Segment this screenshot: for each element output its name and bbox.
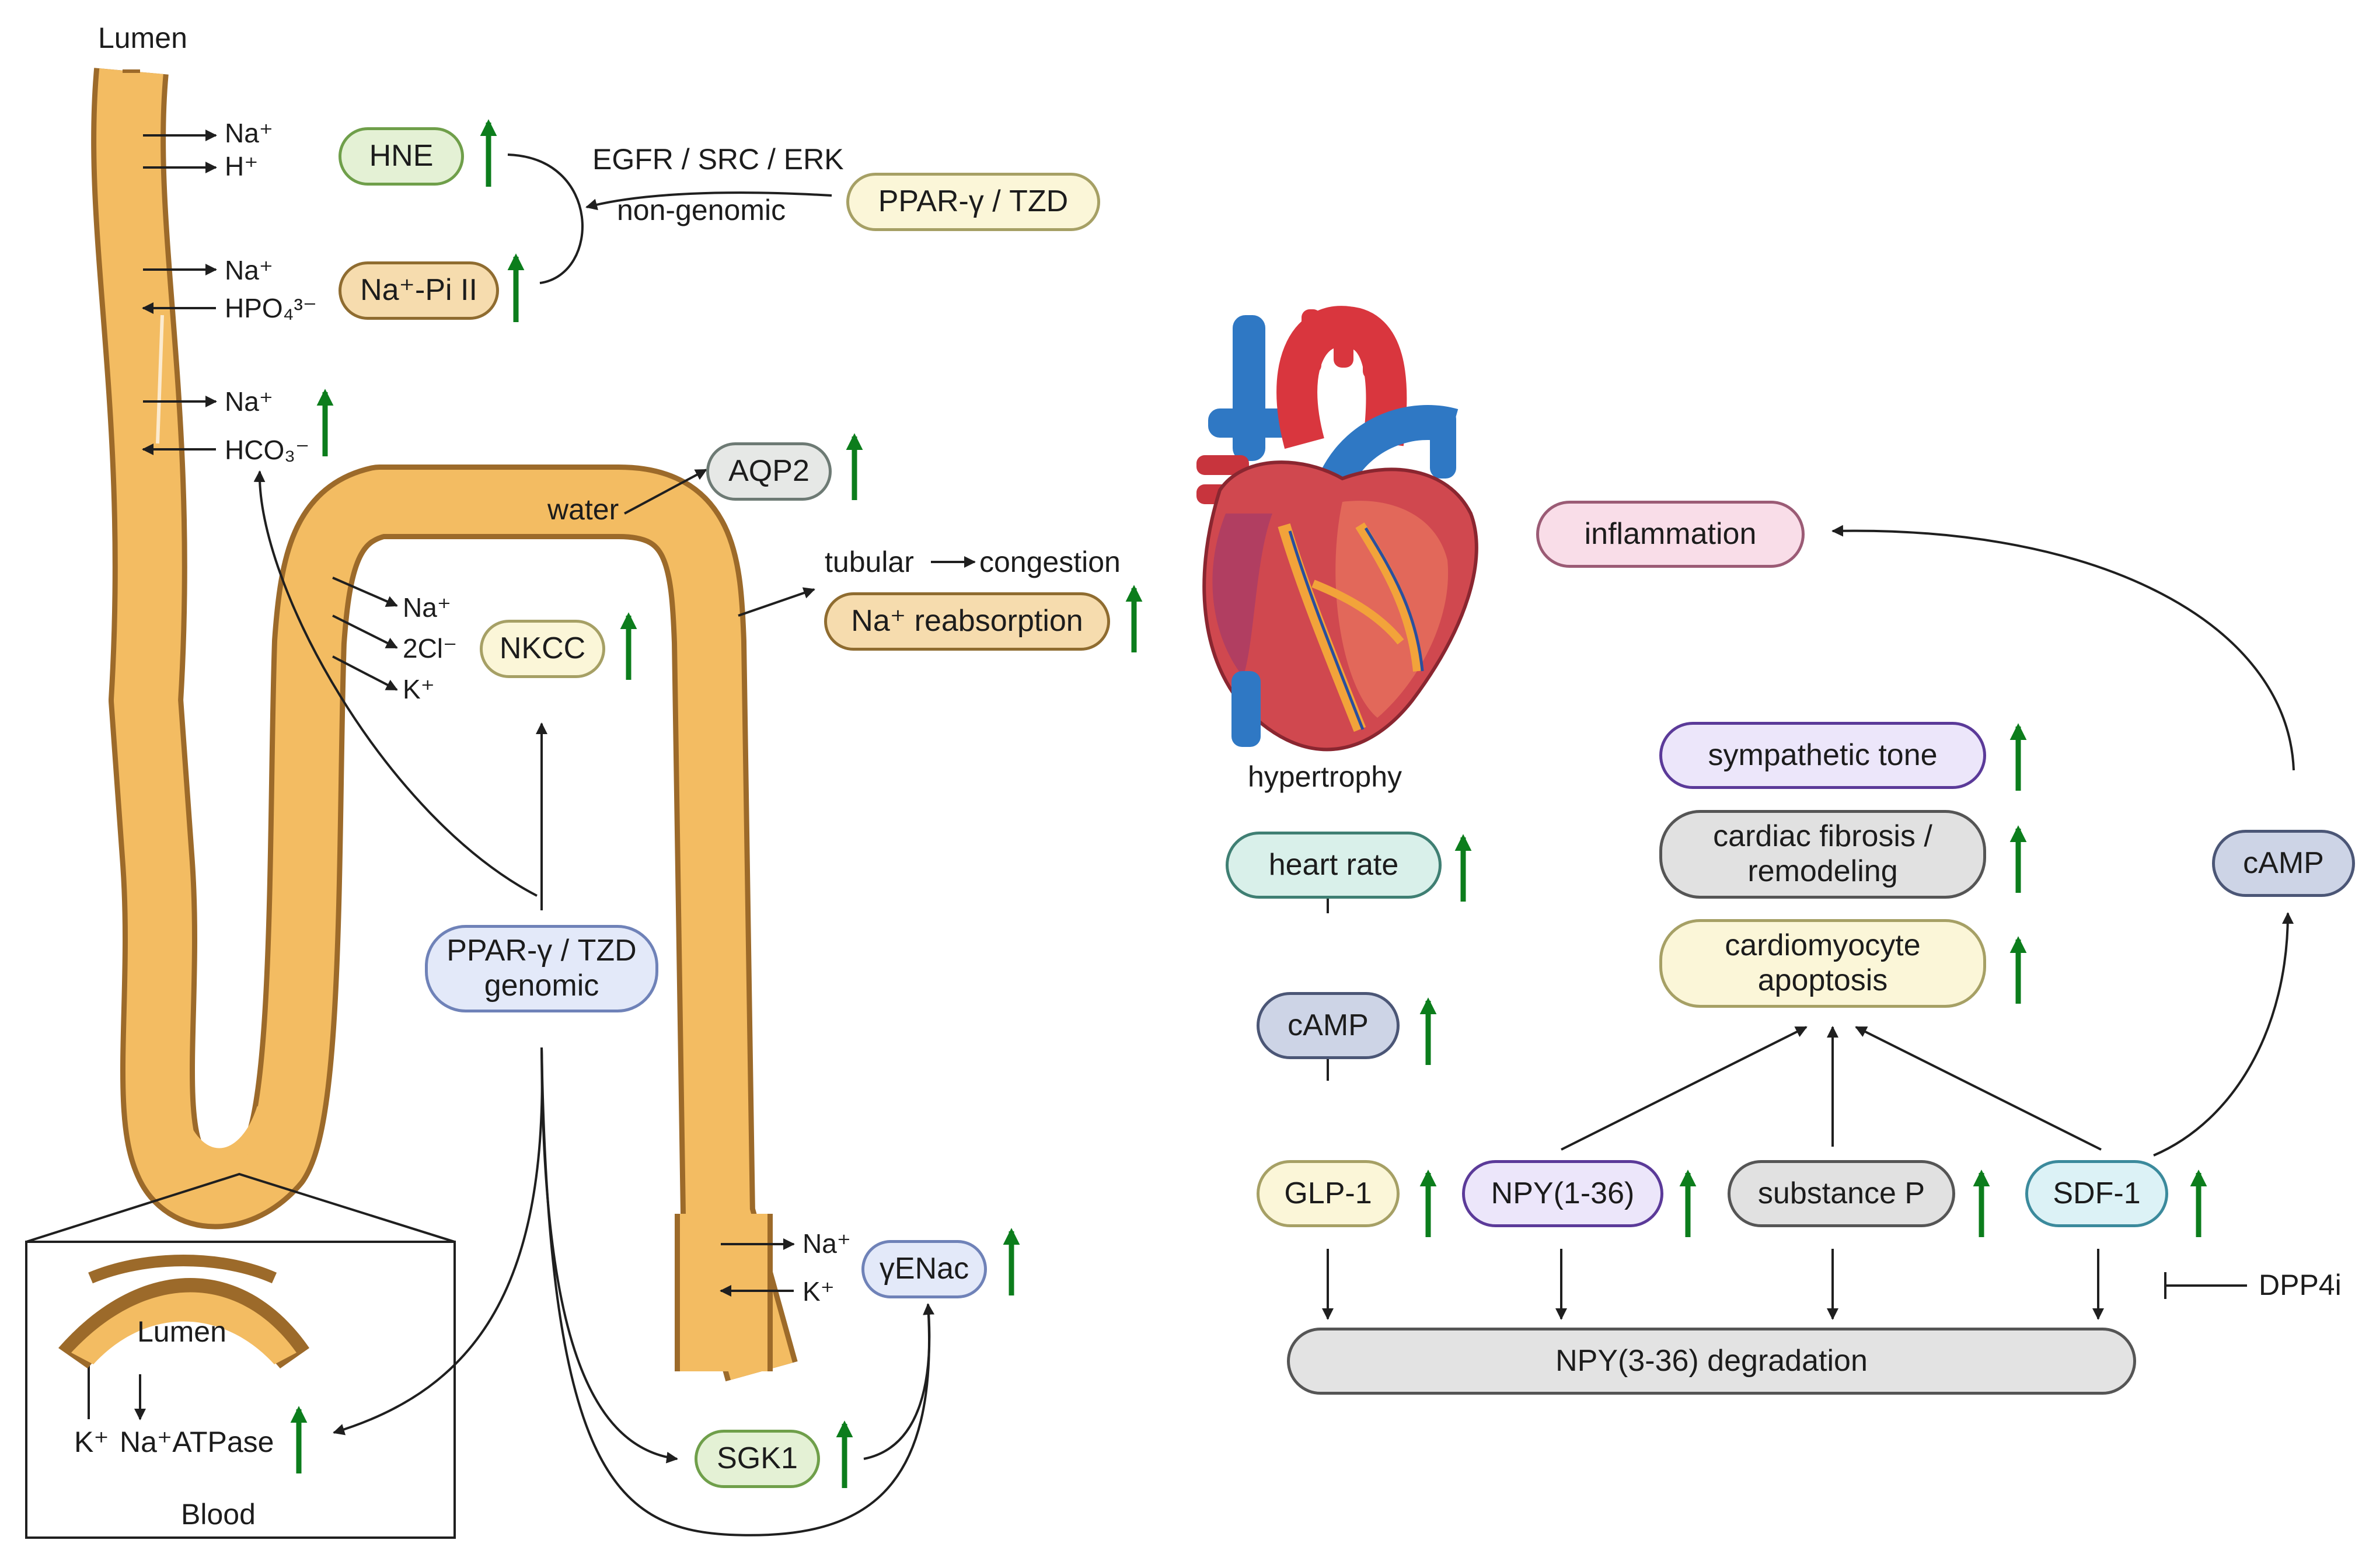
hne-label: HNE — [369, 139, 434, 173]
heart-icon — [1196, 306, 1478, 752]
camp-left-label: cAMP — [1288, 1008, 1369, 1042]
apoptosis-label-2: apoptosis — [1757, 963, 1888, 997]
npy-1-36-label: NPY(1-36) — [1491, 1176, 1635, 1210]
ion-na-3: Na⁺ — [225, 386, 274, 417]
npy-degradation-node: NPY(3-36) degradation — [1287, 1328, 2136, 1395]
arrow-sdf1-apoptosis — [1855, 1026, 2102, 1151]
inset-lumen-label: Lumen — [137, 1315, 226, 1348]
ion-k-5: K⁺ — [803, 1276, 835, 1307]
nkcc-label: NKCC — [499, 631, 586, 666]
ppar-nongenomic-node: PPAR-γ / TZD — [846, 173, 1100, 231]
camp-right-label: cAMP — [2243, 846, 2324, 880]
glp1-node: GLP-1 — [1257, 1160, 1400, 1227]
hypertrophy-label: hypertrophy — [1248, 760, 1402, 793]
sdf1-label: SDF-1 — [2053, 1176, 2141, 1210]
heart-rate-node: heart rate — [1226, 832, 1442, 899]
na-pi-ii-label: Na⁺-Pi II — [360, 273, 477, 308]
congestion-label: congestion — [979, 546, 1121, 578]
arrow-cl2 — [332, 614, 398, 649]
ion-na-1: Na⁺ — [225, 118, 274, 148]
inset-k-label: K⁺ — [74, 1426, 109, 1458]
inset-na-atpase-label: Na⁺ATPase — [120, 1426, 274, 1458]
ppar-genomic-label-2: genomic — [484, 969, 599, 1003]
na-reabsorption-label: Na⁺ reabsorption — [851, 604, 1083, 638]
ion-na-4: Na⁺ — [403, 592, 452, 623]
curve-hne-napi — [507, 153, 584, 284]
inset-lumen-arc — [58, 1255, 309, 1368]
ion-hpo4: HPO₄³⁻ — [225, 293, 318, 323]
egfr-label: EGFR / SRC / ERK — [592, 143, 844, 176]
lumen-label: Lumen — [98, 22, 187, 54]
arrow-sdf1-camp — [2153, 912, 2294, 1157]
sympathetic-tone-node: sympathetic tone — [1659, 722, 1986, 789]
ppar-genomic-label-1: PPAR-γ / TZD — [446, 934, 637, 968]
sdf1-node: SDF-1 — [2025, 1160, 2168, 1227]
npy-1-36-node: NPY(1-36) — [1462, 1160, 1663, 1227]
fibrosis-label-1: cardiac fibrosis / — [1713, 819, 1932, 854]
na-pi-ii-node: Na⁺-Pi II — [339, 261, 499, 320]
sgk1-label: SGK1 — [717, 1441, 798, 1476]
aqp2-label: AQP2 — [728, 454, 810, 488]
curve-sgk1-yenac — [863, 1304, 931, 1460]
yenac-label: γENac — [879, 1252, 969, 1286]
ion-h-1: H⁺ — [225, 151, 259, 181]
arrow-ppar-hco3 — [253, 470, 538, 897]
non-genomic-label: non-genomic — [617, 194, 786, 226]
inflammation-node: inflammation — [1536, 501, 1805, 568]
tubule-sheen — [156, 315, 164, 444]
sgk1-node: SGK1 — [695, 1430, 820, 1488]
cardiac-fibrosis-node: cardiac fibrosis /remodeling — [1659, 810, 1986, 899]
sympathetic-tone-label: sympathetic tone — [1708, 738, 1938, 772]
arrow-ppar-yenac — [540, 1047, 935, 1536]
arrow-to-reabsorption — [738, 587, 815, 617]
yenac-node: γENac — [861, 1240, 987, 1298]
dpp4i-label: DPP4i — [2259, 1269, 2342, 1301]
arrow-npy-apoptosis — [1561, 1026, 1808, 1151]
camp-left-node: cAMP — [1257, 992, 1400, 1059]
fibrosis-label-2: remodeling — [1747, 854, 1898, 888]
ion-hco3: HCO₃⁻ — [225, 435, 310, 465]
nkcc-node: NKCC — [480, 620, 605, 678]
arrow-ppar-sgk1 — [540, 1047, 678, 1464]
ion-k-4: K⁺ — [403, 674, 435, 704]
arrow-camp-inflammation — [1831, 525, 2295, 771]
ion-2cl: 2Cl⁻ — [403, 633, 458, 663]
hne-node: HNE — [339, 127, 464, 186]
aqp2-node: AQP2 — [706, 442, 832, 501]
camp-right-node: cAMP — [2212, 830, 2355, 897]
inflammation-label: inflammation — [1584, 516, 1757, 551]
inset-box — [25, 1241, 456, 1539]
ppar-nongenomic-label: PPAR-γ / TZD — [878, 184, 1069, 219]
glp1-label: GLP-1 — [1284, 1176, 1372, 1210]
arrow-ppar-atpase — [333, 1047, 543, 1436]
arrow-water-aqp2 — [624, 469, 707, 515]
substance-p-node: substance P — [1728, 1160, 1955, 1227]
inset-callout — [26, 1172, 455, 1243]
tubular-label: tubular — [825, 546, 914, 578]
inset-blood-label: Blood — [181, 1498, 256, 1531]
ion-na-5: Na⁺ — [803, 1228, 852, 1259]
substance-p-label: substance P — [1757, 1176, 1925, 1210]
water-label: water — [547, 493, 619, 526]
arrow-k4 — [332, 655, 398, 691]
apoptosis-label-1: cardiomyocyte — [1725, 928, 1921, 963]
arrow-na4 — [332, 577, 398, 607]
ion-na-2: Na⁺ — [225, 255, 274, 285]
tubule-fill — [96, 68, 793, 1380]
arrow-ppar-nongenomic — [585, 191, 832, 211]
loop-highlight — [166, 1106, 274, 1166]
na-reabsorption-node: Na⁺ reabsorption — [824, 592, 1110, 651]
heart-rate-label: heart rate — [1268, 847, 1399, 882]
npy-degradation-label: NPY(3-36) degradation — [1555, 1343, 1868, 1378]
